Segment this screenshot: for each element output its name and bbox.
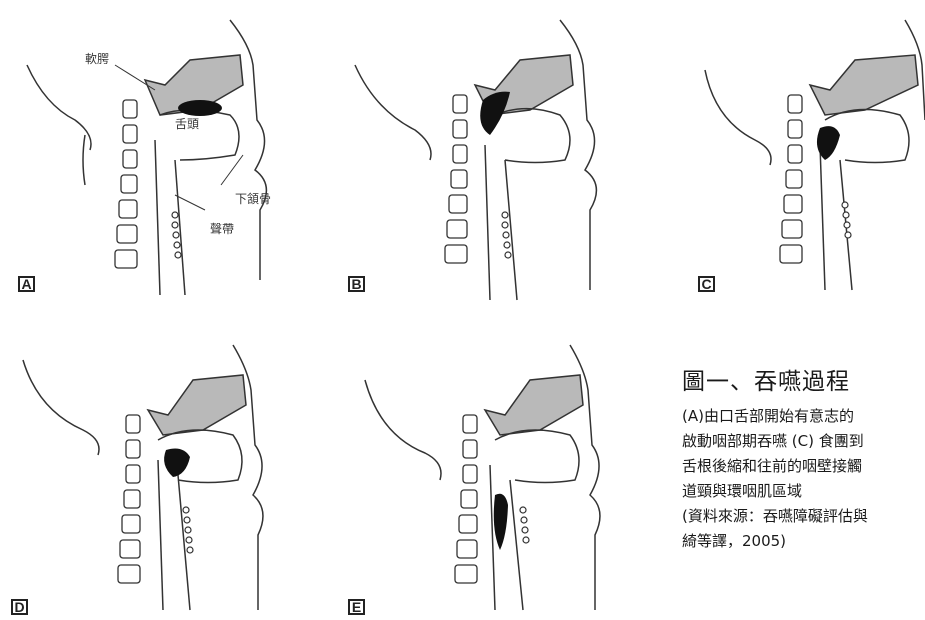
panel-b: B bbox=[345, 10, 615, 305]
swallow-diagram-e bbox=[345, 335, 615, 620]
swallow-diagram-a bbox=[15, 10, 285, 295]
caption-line-3: 舌根後縮和往前的咽壁接觸 bbox=[682, 454, 925, 479]
soft-palate-label: 軟腭 bbox=[85, 50, 109, 67]
panel-c: C bbox=[680, 10, 925, 295]
caption-line-4: 道頸與環咽肌區域 bbox=[682, 479, 925, 504]
panel-tag-e: E bbox=[348, 599, 365, 615]
caption-line-5: (資料來源：吞嚥障礙評估與 bbox=[682, 504, 925, 529]
vocal-cords-label: 聲帶 bbox=[210, 220, 234, 237]
caption-line-2: 啟動咽部期吞嚥 (C) 食團到 bbox=[682, 429, 925, 454]
hyoid-label: 下頷骨 bbox=[235, 190, 271, 207]
tongue-label: 舌頭 bbox=[175, 115, 199, 132]
panel-a: A 軟腭 舌頭 下頷骨 聲帶 bbox=[15, 10, 285, 295]
swallow-diagram-b bbox=[345, 10, 615, 305]
panel-tag-a: A bbox=[18, 276, 35, 292]
panel-tag-b: B bbox=[348, 276, 365, 292]
swallow-diagram-d bbox=[8, 335, 278, 620]
panel-tag-d: D bbox=[11, 599, 28, 615]
panel-d: D bbox=[8, 335, 278, 620]
caption-line-6: 綺等譯，2005) bbox=[682, 529, 925, 554]
swallow-diagram-c bbox=[680, 10, 925, 295]
figure-caption: 圖一、吞嚥過程 (A)由口舌部開始有意志的 啟動咽部期吞嚥 (C) 食團到 舌根… bbox=[682, 362, 925, 554]
panel-tag-c: C bbox=[698, 276, 715, 292]
caption-line-1: (A)由口舌部開始有意志的 bbox=[682, 404, 925, 429]
caption-title: 圖一、吞嚥過程 bbox=[682, 362, 925, 396]
panel-e: E bbox=[345, 335, 615, 620]
